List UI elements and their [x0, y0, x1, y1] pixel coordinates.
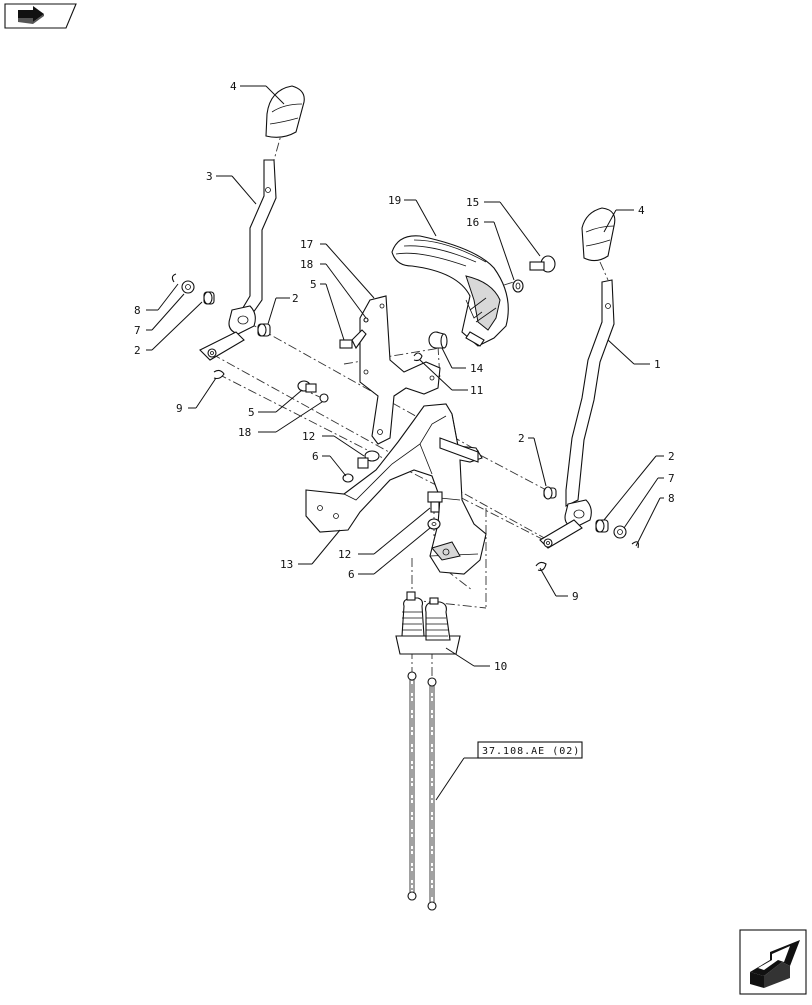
bolt-12-lower [427, 491, 443, 530]
callout-12-lower: 12 [338, 548, 351, 561]
reference-label: 37.108.AE (02) [482, 746, 580, 757]
callout-2-right-a: 2 [518, 432, 525, 445]
callout-7-left: 7 [134, 324, 141, 337]
callout-13: 13 [280, 558, 293, 571]
callout-15: 15 [466, 196, 479, 209]
arrow-next-icon [750, 940, 800, 988]
lever-right [539, 279, 615, 549]
bushing-14 [413, 331, 448, 362]
callout-3: 3 [206, 170, 213, 183]
bolt-12-upper [342, 450, 380, 483]
callout-12-upper: 12 [302, 430, 315, 443]
callout-2-right-b: 2 [668, 450, 675, 463]
nav-next-button[interactable] [739, 929, 807, 995]
callout-6-lower: 6 [348, 568, 355, 581]
callout-2-left-b: 2 [292, 292, 299, 305]
knob-left [265, 85, 305, 138]
bolt-5-upper [339, 317, 369, 350]
callout-9-left: 9 [176, 402, 183, 415]
callout-17: 17 [300, 238, 313, 251]
cables [407, 671, 437, 911]
bolt-15 [512, 255, 556, 293]
left-hardware [171, 273, 271, 380]
callout-6-upper: 6 [312, 450, 319, 463]
callout-4-right: 4 [638, 204, 645, 217]
callout-8-right: 8 [668, 492, 675, 505]
callout-5-lower: 5 [248, 406, 255, 419]
callout-8-left: 8 [134, 304, 141, 317]
support-bracket [305, 403, 487, 575]
bolt-5-lower [297, 380, 329, 403]
callout-labels: 4 3 4 19 15 16 17 18 5 8 7 2 2 9 5 18 14… [134, 80, 675, 673]
callout-18-lower: 18 [238, 426, 251, 439]
callout-16: 16 [466, 216, 479, 229]
callout-18-upper: 18 [300, 258, 313, 271]
callout-4-left: 4 [230, 80, 237, 93]
leader-lines [146, 85, 664, 801]
callout-10: 10 [494, 660, 507, 673]
callout-7-right: 7 [668, 472, 675, 485]
reference-box [477, 741, 583, 759]
shift-boot [391, 235, 509, 347]
bracket-plate [359, 295, 441, 445]
callout-11: 11 [470, 384, 483, 397]
callout-1: 1 [654, 358, 661, 371]
right-hardware [535, 486, 639, 571]
callout-5-upper: 5 [310, 278, 317, 291]
lever-left [199, 159, 277, 361]
knob-right [581, 207, 616, 262]
callout-9-right: 9 [572, 590, 579, 603]
arrow-prev-icon [18, 6, 44, 24]
callout-2-left-a: 2 [134, 344, 141, 357]
callout-19: 19 [388, 194, 401, 207]
callout-14: 14 [470, 362, 484, 375]
nav-prev-button[interactable] [4, 3, 77, 29]
reference-link[interactable]: 37.108.AE (02) [477, 741, 583, 759]
rubber-boots [395, 591, 461, 655]
